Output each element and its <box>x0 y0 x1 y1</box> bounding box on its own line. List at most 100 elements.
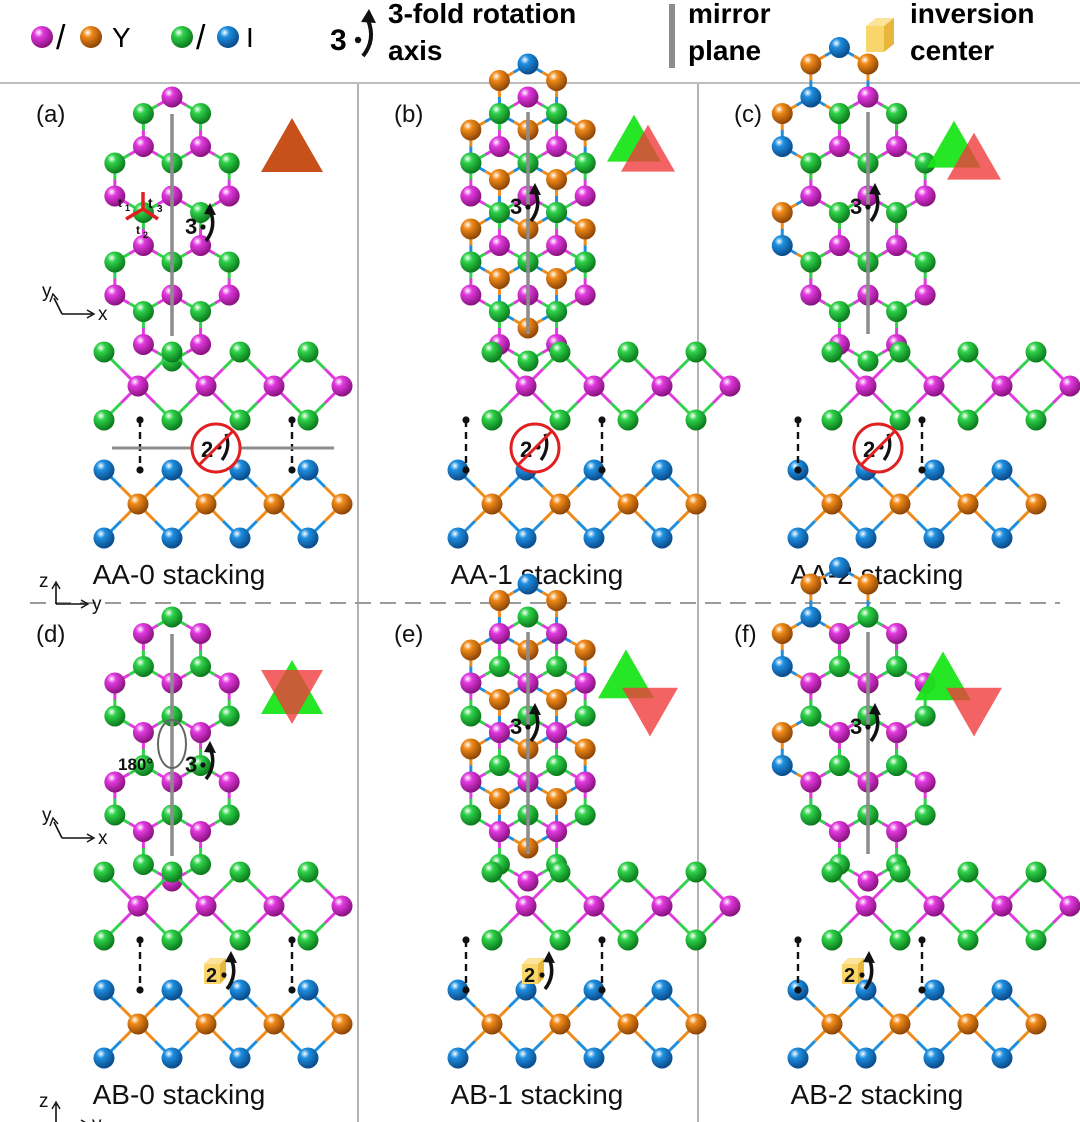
svg-text:x: x <box>98 304 108 325</box>
svg-text:/: / <box>196 19 206 57</box>
green-atom <box>574 705 596 727</box>
green-atom <box>488 103 510 124</box>
rotation-axis-symbol: 3 <box>850 703 881 743</box>
lattice-layer <box>771 557 908 842</box>
orange-atom <box>574 119 596 141</box>
green-atom <box>821 341 843 363</box>
svg-text:3: 3 <box>850 194 862 219</box>
green-atom <box>685 341 707 363</box>
green-atom <box>297 861 319 883</box>
magenta-atom <box>460 771 482 793</box>
svg-text:t: t <box>118 196 122 210</box>
stacking-guides <box>794 416 926 474</box>
magenta-atom <box>218 284 240 306</box>
magenta-atom <box>132 136 154 157</box>
magenta-atom <box>460 185 482 207</box>
magenta-atom <box>546 235 568 256</box>
green-atom <box>218 152 240 174</box>
green-atom <box>481 341 503 363</box>
green-atom <box>93 409 115 431</box>
magenta-atom <box>546 623 568 644</box>
orange-atom <box>1025 493 1047 515</box>
green-atom <box>229 409 251 431</box>
magenta-atom <box>161 86 183 108</box>
magenta-atom <box>857 86 879 108</box>
green-atom <box>229 861 251 883</box>
orange-atom <box>800 573 822 595</box>
green-atom <box>161 929 183 951</box>
magenta-atom <box>218 185 240 207</box>
green-atom <box>1025 409 1047 431</box>
orange-atom <box>195 1013 217 1035</box>
green-atom <box>549 341 571 363</box>
green-atom <box>889 929 911 951</box>
green-atom <box>914 152 936 174</box>
forbidden-rotation-symbol: 2 <box>509 422 561 474</box>
green-atom <box>161 606 183 628</box>
blue-atom <box>297 527 319 549</box>
lower-layer <box>93 459 353 549</box>
green-atom <box>546 103 568 124</box>
magenta-atom <box>195 375 217 397</box>
blue-atom <box>771 755 793 776</box>
blue-atom <box>800 86 822 108</box>
side-view-lattice <box>447 861 741 1069</box>
svg-text:x: x <box>98 828 108 849</box>
green-atom <box>828 656 850 677</box>
magenta-atom <box>488 235 510 256</box>
green-atom <box>957 929 979 951</box>
green-atom <box>617 929 639 951</box>
orange-atom <box>488 169 510 190</box>
svg-text:t: t <box>136 223 140 237</box>
svg-text:3: 3 <box>185 214 197 239</box>
orange-atom <box>889 493 911 515</box>
panel-label: (b) <box>394 101 423 128</box>
magenta-atom <box>127 375 149 397</box>
green-atom <box>914 251 936 273</box>
orange-atom <box>549 1013 571 1035</box>
svg-text:3: 3 <box>185 752 197 777</box>
green-atom <box>132 755 154 776</box>
orange-atom <box>460 218 482 240</box>
magenta-atom <box>263 375 285 397</box>
lattice-layer <box>460 606 596 892</box>
magenta-atom <box>914 185 936 207</box>
rotation-axis-symbol: 2 <box>206 951 237 991</box>
magenta-atom <box>546 136 568 157</box>
coordinate-axes-icon: yx <box>42 805 108 849</box>
svg-text:y: y <box>92 594 102 615</box>
green-atom <box>190 854 212 875</box>
orange-atom <box>546 788 568 809</box>
panel-label: (e) <box>394 621 423 648</box>
blue-atom <box>93 1047 115 1069</box>
blue-atom <box>297 979 319 1001</box>
svg-text:y: y <box>92 1114 102 1122</box>
green-atom <box>886 103 908 124</box>
green-atom <box>132 301 154 322</box>
triangle-up-icon <box>261 118 323 172</box>
green-atom <box>889 409 911 431</box>
lattice-layer <box>800 606 936 892</box>
magenta-atom <box>886 623 908 644</box>
orange-atom <box>460 639 482 661</box>
lower-layer <box>447 979 707 1069</box>
magenta-atom <box>574 771 596 793</box>
legend-inversion: inversion center <box>866 0 1034 66</box>
side-view-lattice <box>93 861 353 1069</box>
green-atom <box>617 409 639 431</box>
magenta-atom <box>132 334 154 355</box>
green-atom <box>828 103 850 124</box>
blue-atom <box>991 527 1013 549</box>
green-atom <box>1025 861 1047 883</box>
magenta-atom <box>331 895 353 917</box>
green-atom <box>481 409 503 431</box>
magenta-atom <box>651 375 673 397</box>
green-atom <box>800 804 822 826</box>
blue-atom <box>93 527 115 549</box>
rotation-dot-icon <box>539 972 545 978</box>
green-atom <box>190 103 212 124</box>
magenta-atom <box>583 375 605 397</box>
magenta-atom <box>104 185 126 207</box>
forbidden-rotation-symbol: 2 <box>852 422 904 474</box>
